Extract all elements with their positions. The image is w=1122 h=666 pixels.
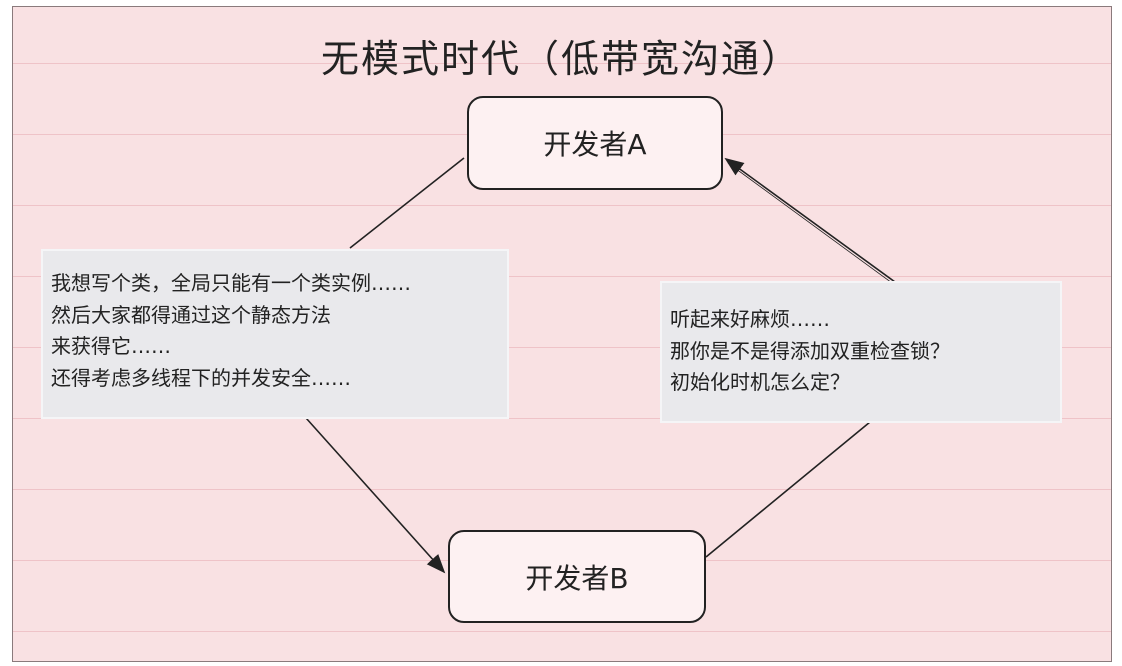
arrow-left-bubble-to-b bbox=[305, 417, 446, 574]
bubble-line: 听起来好麻烦…… bbox=[670, 307, 830, 331]
right-speech-bubble: 听起来好麻烦…… 那你是不是得添加双重检查锁？ 初始化时机怎么定？ bbox=[660, 281, 1062, 423]
bubble-line: 那你是不是得添加双重检查锁？ bbox=[670, 338, 950, 363]
diagram-title: 无模式时代（低带宽沟通） bbox=[320, 37, 801, 81]
node-developer-a: 开发者A bbox=[467, 96, 723, 190]
node-developer-a-label: 开发者A bbox=[543, 128, 647, 161]
arrow-right-bubble-to-a bbox=[724, 157, 896, 283]
left-speech-bubble: 我想写个类，全局只能有一个类实例…… 然后大家都得通过这个静态方法 来获得它……… bbox=[41, 249, 509, 419]
connector-a-to-left-bubble bbox=[349, 157, 465, 249]
bubble-line: 我想写个类，全局只能有一个类实例…… bbox=[51, 271, 411, 295]
node-developer-b: 开发者B bbox=[448, 530, 706, 623]
bubble-line: 来获得它…… bbox=[51, 334, 171, 358]
bubble-line: 然后大家都得通过这个静态方法 bbox=[51, 302, 331, 327]
bubble-line: 还得考虑多线程下的并发安全…… bbox=[51, 365, 351, 390]
bubble-line: 初始化时机怎么定？ bbox=[670, 370, 850, 394]
node-developer-b-label: 开发者B bbox=[525, 561, 629, 595]
connector-b-to-right-bubble bbox=[705, 421, 871, 558]
sketch-stroke bbox=[727, 162, 893, 284]
